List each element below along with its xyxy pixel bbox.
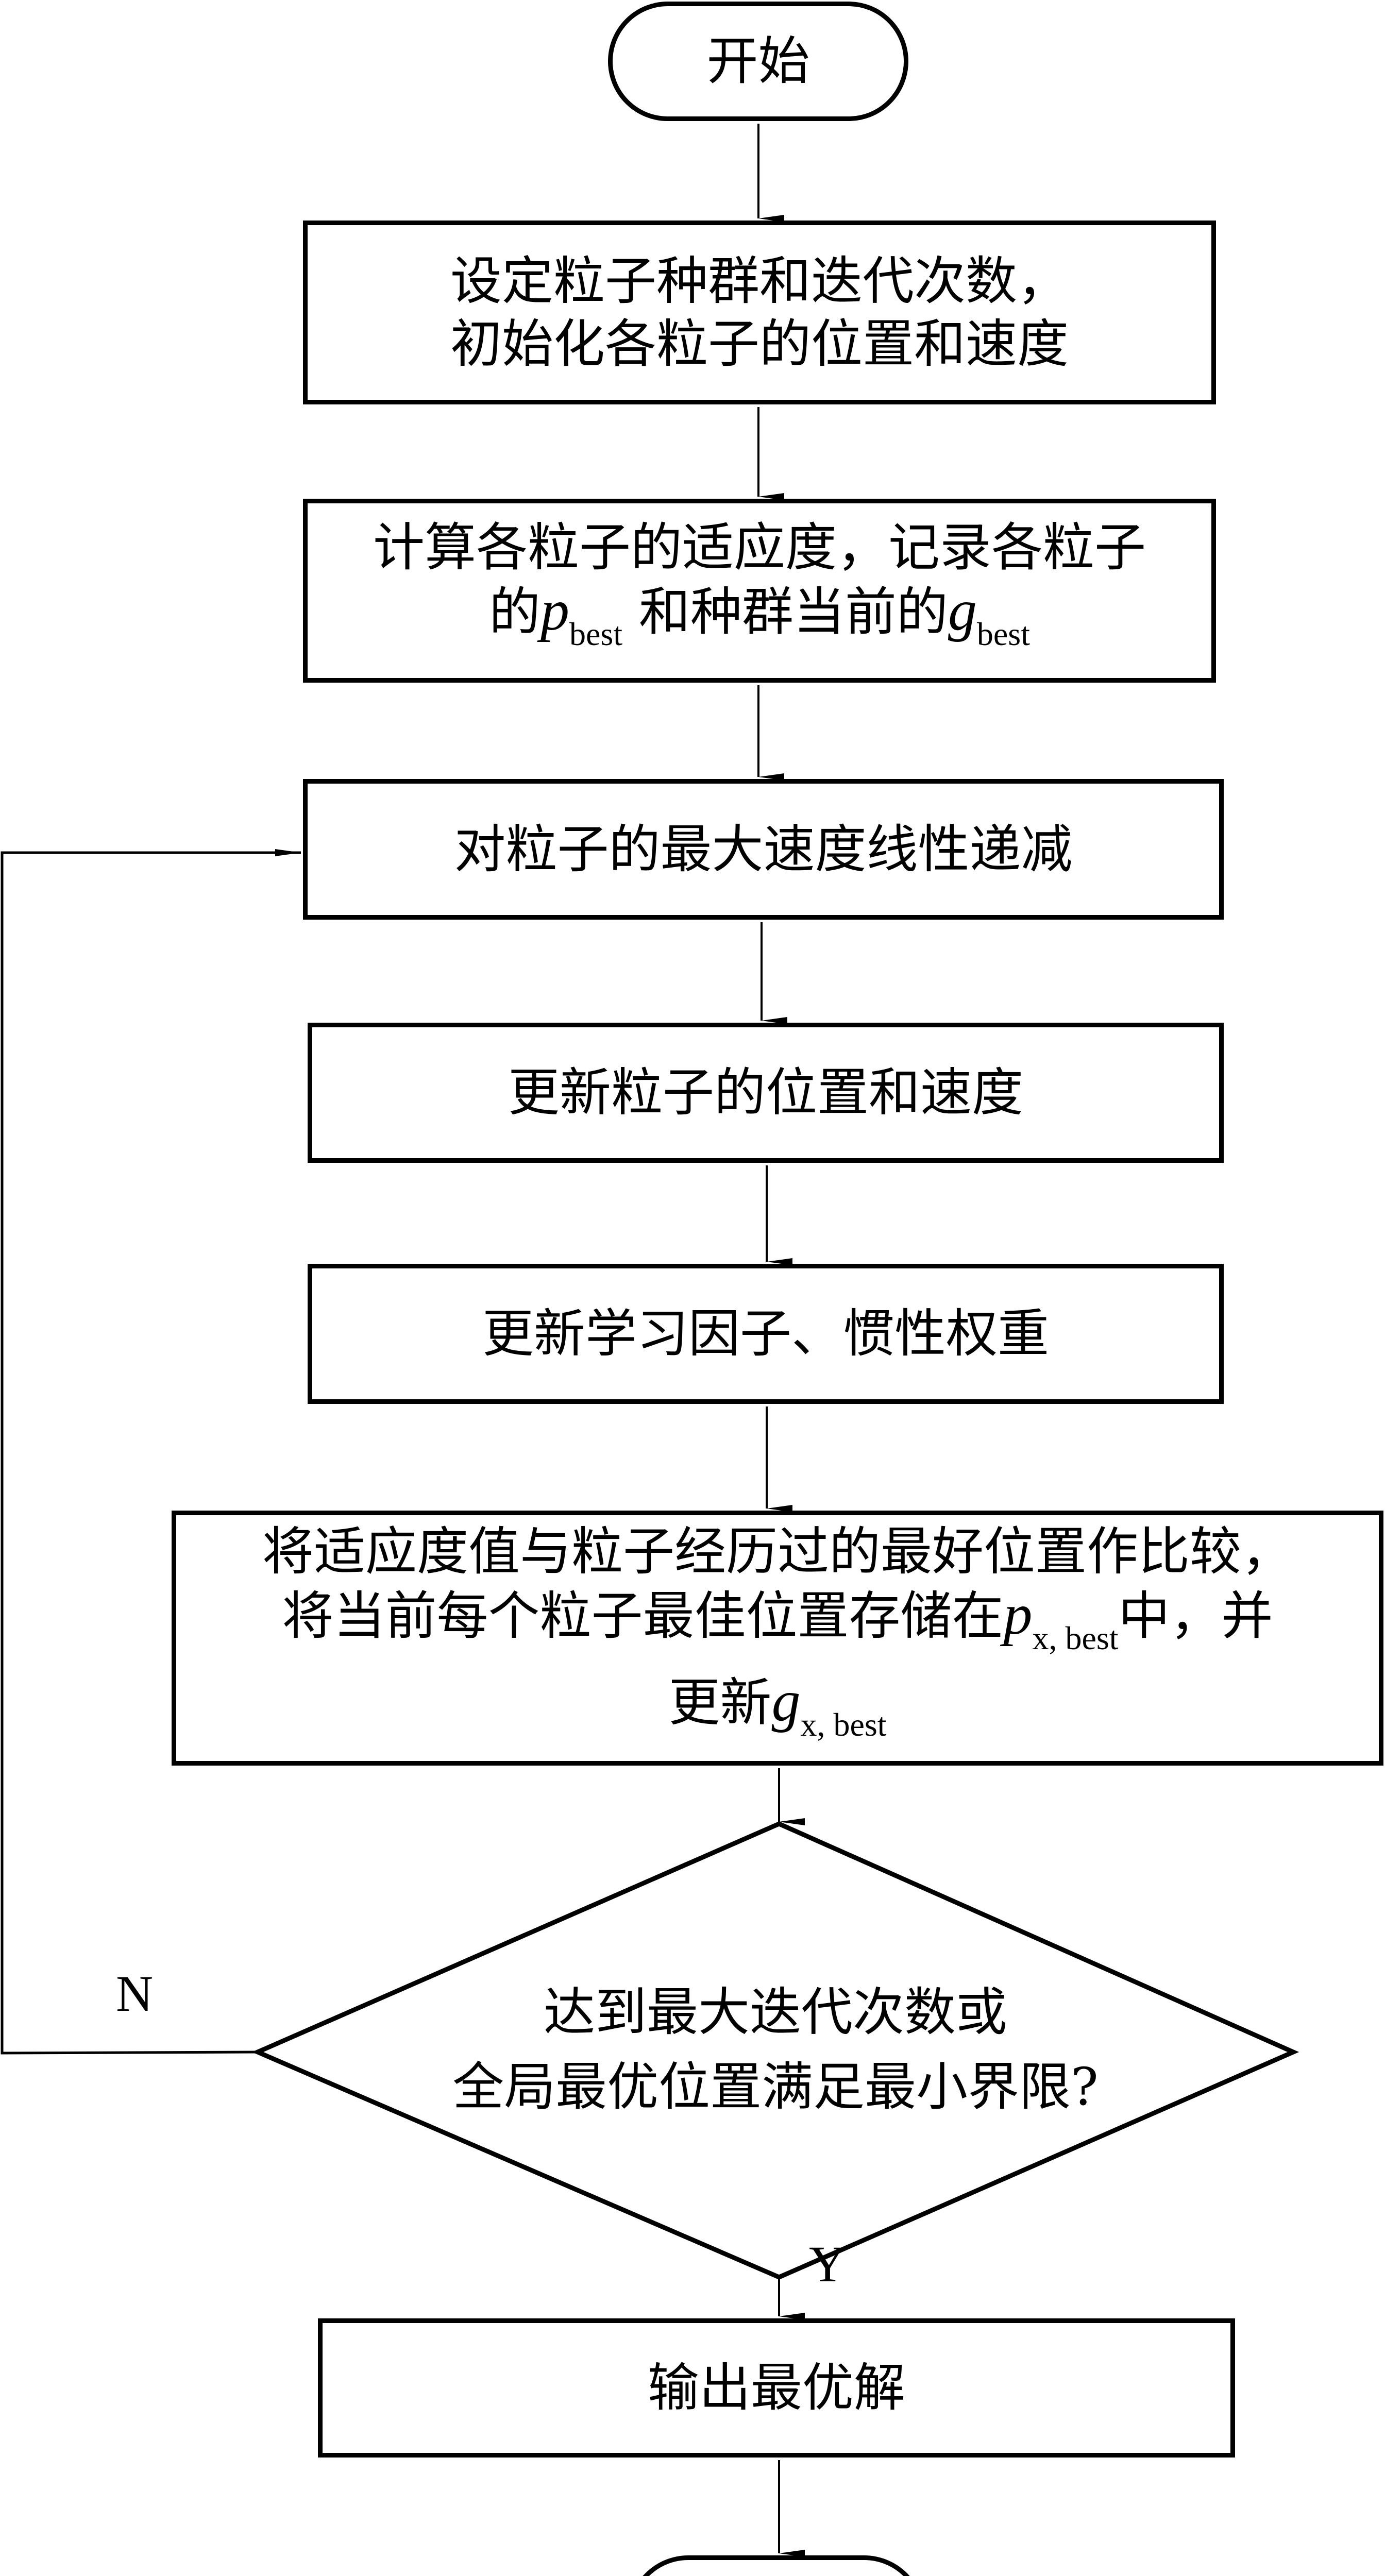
- text-fragment: 的: [489, 581, 541, 642]
- step-compute-fitness: 计算各粒子的适应度，记录各粒子 的pbest 和种群当前的gbest: [303, 499, 1216, 683]
- step-text-line: 更新gx, best: [668, 1670, 886, 1756]
- text-fragment: 更新: [668, 1672, 772, 1733]
- px-best-symbol: p: [1003, 1582, 1033, 1647]
- step-text-line: 初始化各粒子的位置和速度: [450, 313, 1069, 374]
- pbest-symbol: p: [541, 578, 569, 642]
- decision-text-line: 达到最大迭代次数或: [544, 1982, 1007, 2042]
- start-terminal: 开始: [608, 2, 908, 121]
- step-decrease-max-velocity: 对粒子的最大速度线性递减: [303, 779, 1224, 920]
- step-compare-and-store-best: 将适应度值与粒子经历过的最好位置作比较， 将当前每个粒子最佳位置存储在px, b…: [172, 1511, 1383, 1766]
- step-text-line: 计算各粒子的适应度，记录各粒子: [373, 517, 1146, 578]
- start-label: 开始: [706, 31, 810, 91]
- step-update-learning-factor: 更新学习因子、惯性权重: [308, 1264, 1224, 1404]
- yes-branch-label: Y: [809, 2235, 847, 2293]
- gx-best-symbol: g: [771, 1669, 801, 1733]
- gbest-subscript: best: [976, 615, 1030, 652]
- text-fragment: 中，并: [1118, 1585, 1273, 1646]
- text-fragment: 将当前每个粒子最佳位置存储在: [282, 1585, 1004, 1646]
- decision-text-line: 全局最优位置满足最小界限?: [452, 2057, 1099, 2117]
- step-text-line: 设定粒子种群和迭代次数，: [450, 250, 1069, 311]
- step-text-line: 将当前每个粒子最佳位置存储在px, best中，并: [282, 1583, 1273, 1670]
- end-terminal: 结束: [628, 2555, 925, 2576]
- step-init-population: 设定粒子种群和迭代次数， 初始化各粒子的位置和速度: [303, 221, 1216, 404]
- loop-back-connector-no: [1, 849, 301, 2055]
- no-branch-label: N: [116, 1965, 154, 2022]
- output-label: 输出最优解: [648, 2358, 905, 2418]
- text-fragment: 和种群当前的: [622, 581, 948, 642]
- step-text-line: 的pbest 和种群当前的gbest: [489, 579, 1030, 666]
- decision-text: 达到最大迭代次数或 全局最优位置满足最小界限?: [258, 1975, 1293, 2124]
- step-text-line: 更新粒子的位置和速度: [508, 1062, 1023, 1123]
- output-optimal-solution: 输出最优解: [318, 2318, 1235, 2458]
- step-text-line: 将适应度值与粒子经历过的最好位置作比较，: [262, 1521, 1293, 1582]
- gx-best-subscript: x, best: [800, 1706, 887, 1743]
- pbest-subscript: best: [569, 615, 623, 652]
- step-text-line: 更新学习因子、惯性权重: [482, 1303, 1049, 1364]
- step-text-line: 对粒子的最大速度线性递减: [454, 819, 1073, 879]
- step-update-position-velocity: 更新粒子的位置和速度: [308, 1023, 1224, 1163]
- px-best-subscript: x, best: [1032, 1619, 1119, 1656]
- gbest-symbol: g: [948, 578, 977, 642]
